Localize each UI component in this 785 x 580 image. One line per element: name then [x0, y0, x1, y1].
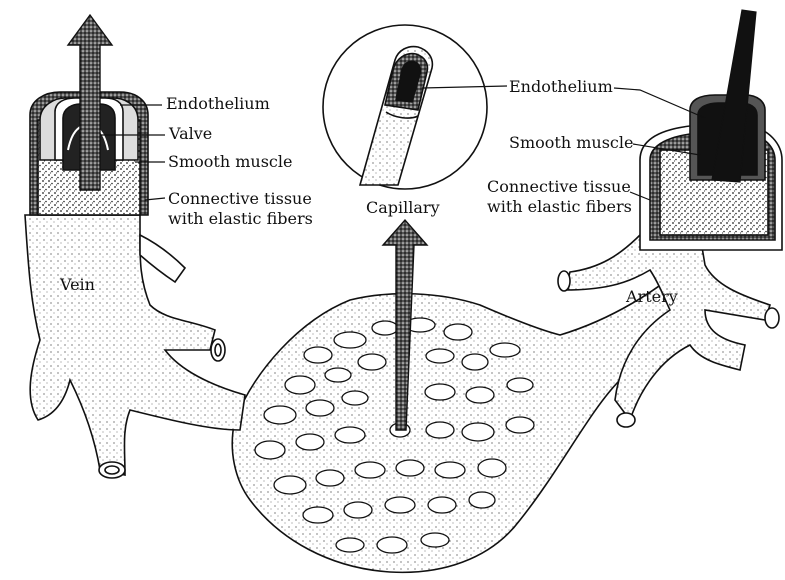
vein-endothelium-label: Endothelium [166, 95, 270, 113]
vein-label: Vein [60, 276, 95, 294]
artery-label: Artery [626, 288, 678, 306]
vein-smooth-muscle-label: Smooth muscle [168, 153, 292, 171]
artery-elastic-fibers-label: with elastic fibers [487, 198, 632, 216]
capillary-magnified [323, 25, 487, 189]
artery-endothelium-label: Endothelium [509, 78, 613, 96]
vein-valve-label: Valve [169, 125, 212, 143]
vein-connective-tissue-label: Connective tissue [168, 190, 312, 208]
capillary-label: Capillary [366, 199, 440, 217]
vein-elastic-fibers-label: with elastic fibers [168, 210, 313, 228]
vein [25, 92, 245, 478]
artery-smooth-muscle-label: Smooth muscle [509, 134, 633, 152]
artery-connective-tissue-label: Connective tissue [487, 178, 631, 196]
